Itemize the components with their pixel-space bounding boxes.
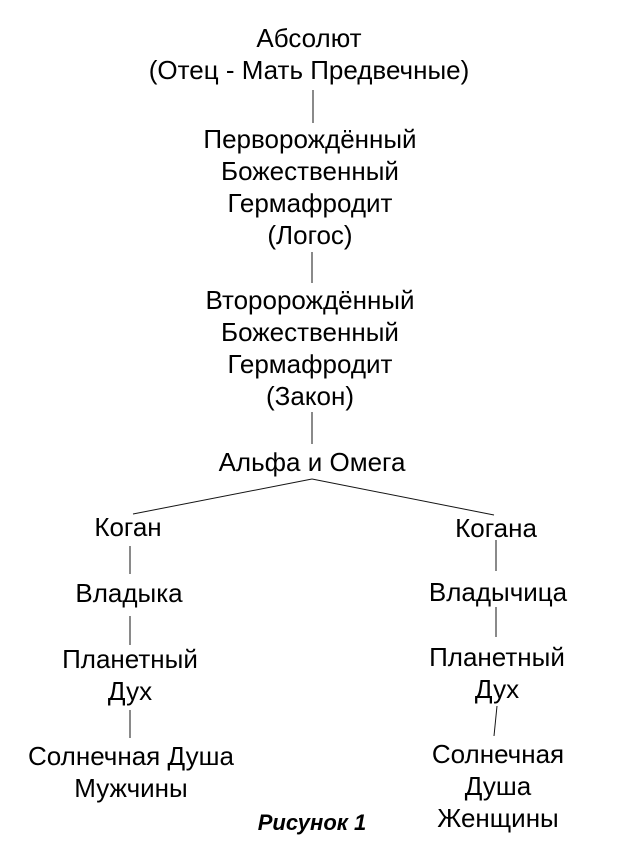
- node-firstborn-hermaphrodite: Перворождённый Божественный Гермафродит …: [203, 124, 417, 250]
- node-right-vladychitsa: Владычица: [428, 577, 568, 607]
- node-alpha-omega: Альфа и Омега: [218, 447, 406, 477]
- node-right-planetary-spirit: Планетный Дух: [429, 642, 565, 704]
- node-right-kogana: Когана: [455, 513, 537, 543]
- connector-planetr-solarr: [493, 705, 498, 737]
- node-left-planetary-spirit: Планетный Дух: [62, 644, 198, 706]
- figure-caption: Рисунок 1: [257, 810, 367, 835]
- node-right-solar-soul-female: Солнечная Душа Женщины: [431, 739, 565, 833]
- node-left-vladyka: Владыка: [75, 578, 183, 608]
- node-left-kogan: Коган: [94, 512, 162, 542]
- node-absolute: Абсолют (Отец - Мать Предвечные): [148, 23, 470, 85]
- connector-alphaomega-kogana: [311, 478, 495, 516]
- node-secondborn-hermaphrodite: Второрождённый Божественный Гермафродит …: [205, 285, 415, 411]
- node-left-solar-soul-male: Солнечная Душа Мужчины: [28, 741, 234, 803]
- connector-alphaomega-kogan: [132, 478, 313, 515]
